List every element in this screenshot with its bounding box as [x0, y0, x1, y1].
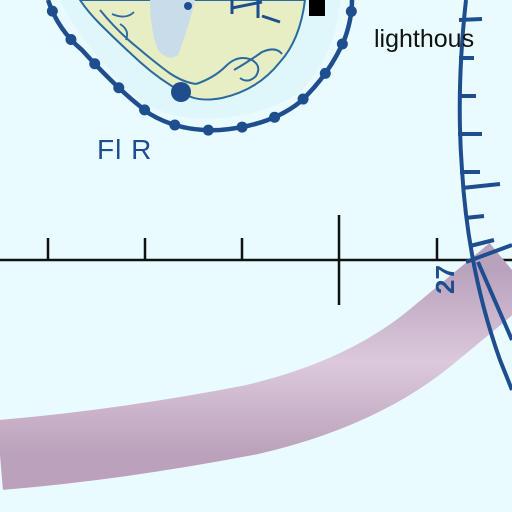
compass-arrow-icon: [465, 243, 512, 341]
boundary-dot: [269, 111, 281, 123]
light-characteristic-label: Fl R: [97, 134, 153, 165]
boundary-dot: [169, 119, 181, 131]
boundary-dot: [345, 5, 357, 17]
compass-bearing-label: 27: [430, 265, 460, 294]
creek-line: [233, 48, 283, 71]
boundary-dot: [236, 121, 248, 133]
boundary-dot: [65, 33, 77, 45]
creek-line: [99, 9, 197, 85]
boundary-dots: [46, 5, 357, 136]
boundary-dot: [89, 58, 101, 70]
route-band-fill: [0, 243, 512, 490]
structure-ticks: [230, 0, 281, 24]
boundary-dot: [336, 38, 348, 50]
boundary-dot: [139, 104, 151, 116]
light-dot-icon: [171, 82, 191, 102]
boundary-dot: [113, 82, 125, 94]
small-dot: [184, 2, 192, 10]
restricted-area-boundary: [45, 0, 355, 133]
boundary-dot: [202, 124, 214, 136]
boundary-dot: [319, 67, 331, 79]
scale-ticks: [46, 215, 439, 305]
creek-line: [111, 11, 135, 41]
compass-rose-ticks: [458, 17, 501, 248]
boundary-dot: [46, 5, 58, 17]
lagoon-area: [150, 0, 195, 58]
compass-rose-arc: [457, 0, 512, 391]
place-name-label: lighthous: [374, 25, 475, 53]
black-square-icon: [309, 0, 325, 16]
boundary-dot: [297, 93, 309, 105]
